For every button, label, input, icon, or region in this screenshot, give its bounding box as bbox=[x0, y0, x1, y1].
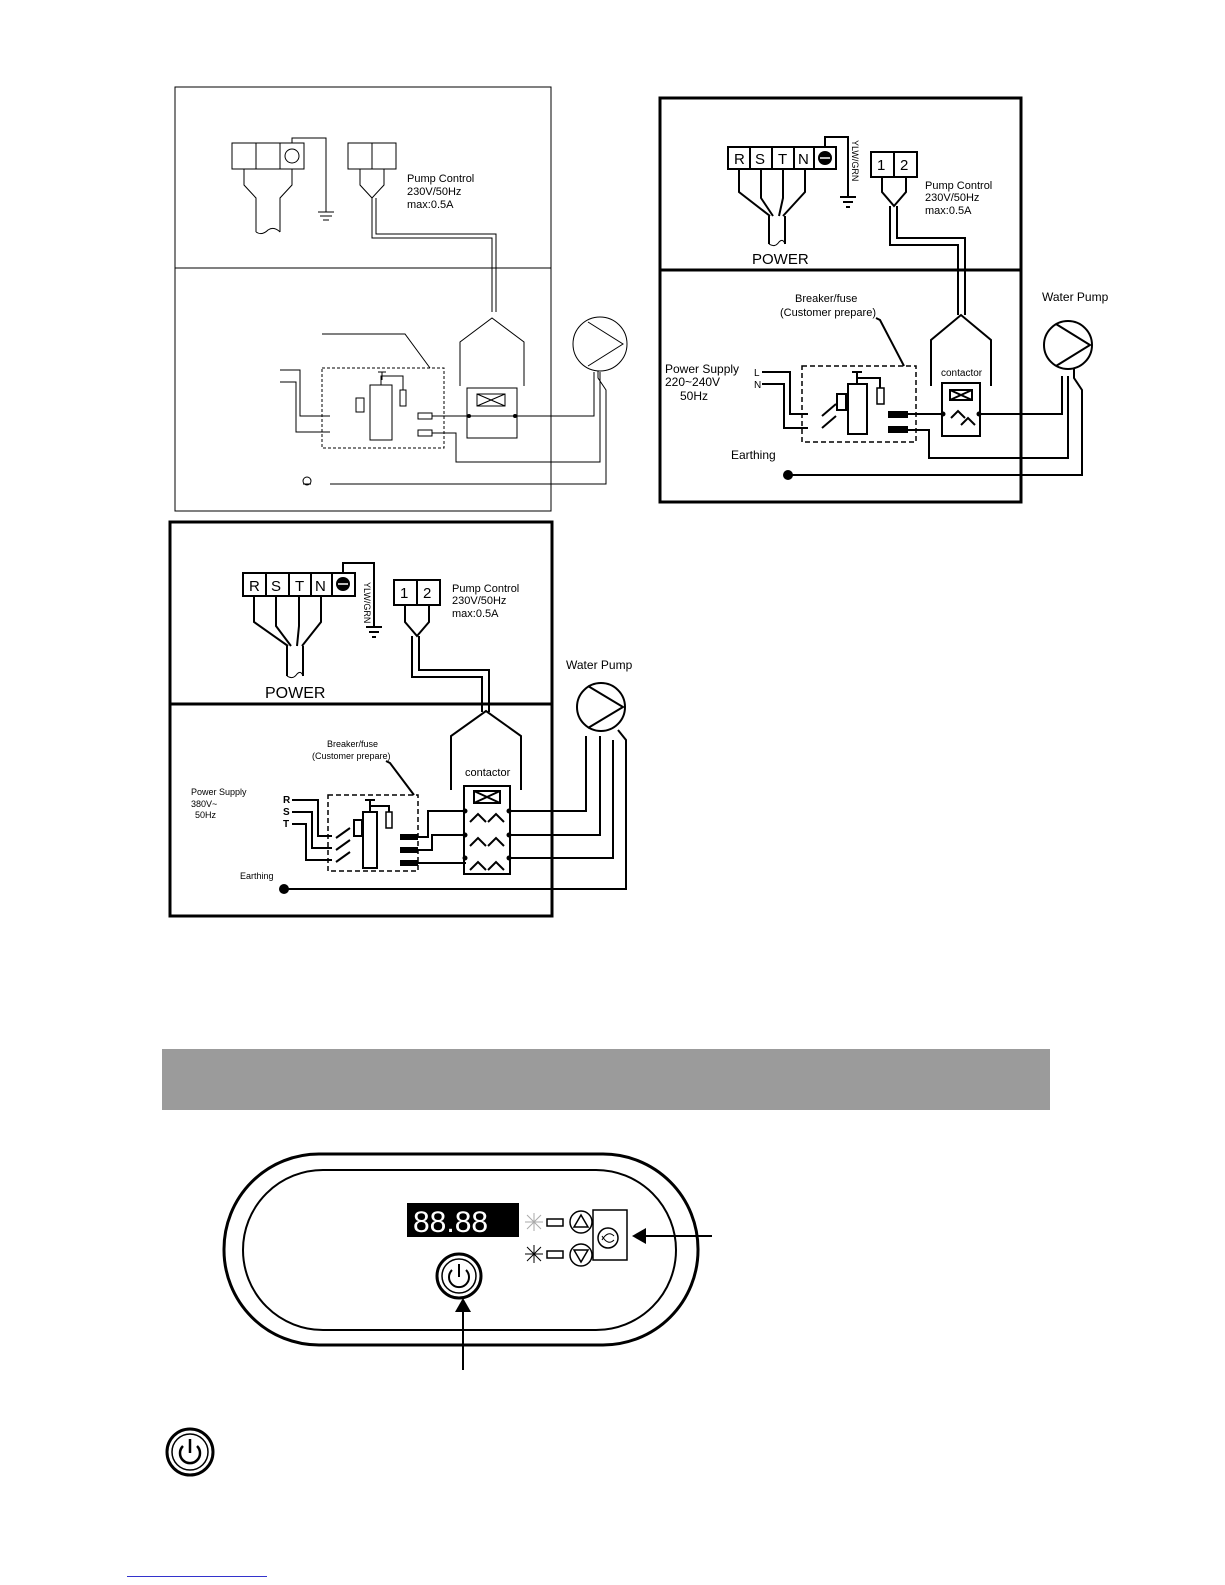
diagram1-pump-terminal bbox=[347, 142, 397, 199]
diagram3-input-t: T bbox=[283, 819, 289, 830]
mode-button[interactable] bbox=[597, 1227, 619, 1249]
diagram3-ylw-grn-label: YLW/GRN bbox=[362, 582, 372, 623]
diagram1-ground-symbol-icon bbox=[318, 211, 334, 221]
diagram1-earth-icon bbox=[302, 476, 312, 486]
diagram-three-phase: R S T N POWER YLW/GRN 1 2 Pump Co bbox=[168, 520, 633, 918]
diagram1-frame bbox=[174, 86, 552, 512]
diagram2-contactor-label: contactor bbox=[941, 368, 983, 379]
svg-text:2: 2 bbox=[423, 585, 431, 602]
power-arrow-icon bbox=[455, 1298, 471, 1312]
diagram3-water-pump-label: Water Pump bbox=[566, 658, 633, 672]
diagram2-breaker: Breaker/fuse (Customer prepare) bbox=[780, 293, 917, 443]
diagram3-contactor-label: contactor bbox=[465, 767, 511, 779]
diagram3-input-s: S bbox=[283, 807, 290, 818]
section-header-banner bbox=[162, 1049, 1050, 1110]
diagram3-water-pump-icon bbox=[286, 682, 627, 890]
diagram3-power-label: POWER bbox=[265, 685, 325, 702]
diagram3-ground-symbol-icon bbox=[366, 626, 382, 638]
svg-text:2: 2 bbox=[900, 157, 908, 174]
heat-indicator-icon bbox=[525, 1213, 543, 1231]
panel-outer-outline bbox=[222, 1152, 700, 1347]
down-button[interactable] bbox=[569, 1243, 593, 1267]
diagram3-terminal-s: S bbox=[271, 578, 281, 595]
diagram1-breaker bbox=[321, 333, 445, 449]
diagram1-pump-icon bbox=[330, 316, 628, 485]
diagram2-input-n: N bbox=[754, 380, 761, 391]
diagram2-input-l: L bbox=[754, 368, 760, 379]
diagram3-earth-icon bbox=[279, 884, 289, 894]
display-background bbox=[407, 1203, 519, 1237]
diagram2-pump-control-label: Pump Control 230V/50Hz max:0.5A bbox=[925, 180, 995, 217]
diagram2-earth-icon bbox=[783, 470, 793, 480]
heat-led bbox=[546, 1218, 564, 1227]
power-button[interactable] bbox=[435, 1252, 483, 1300]
svg-text:1: 1 bbox=[400, 585, 408, 602]
diagram2-terminal-n: N bbox=[798, 151, 809, 168]
mode-icon bbox=[601, 1233, 615, 1243]
diagram3-breaker: Breaker/fuse (Customer prepare) bbox=[312, 739, 419, 872]
diagram-single-phase-basic: Pump Control 230V/50Hz max:0.5A bbox=[174, 86, 628, 512]
diagram2-pump-terminal: 1 2 bbox=[870, 151, 918, 208]
diagram2-ylw-grn-label: YLW/GRN bbox=[850, 140, 860, 181]
diagram1-ground-icon bbox=[284, 148, 300, 164]
diagram2-breaker-label: Breaker/fuse (Customer prepare) bbox=[780, 293, 876, 319]
diagram3-frame bbox=[168, 520, 554, 918]
diagram-single-phase: R S T N POWER YLW/GRN 1 2 Pump Co bbox=[658, 96, 1109, 504]
diagram2-water-pump-icon bbox=[788, 320, 1093, 476]
diagram3-terminal-r: R bbox=[249, 578, 260, 595]
diagram3-power-supply-label: Power Supply 380V~ 50Hz bbox=[191, 787, 249, 820]
diagram3-terminal-n: N bbox=[315, 578, 326, 595]
diagram3-pump-terminal: 1 2 bbox=[393, 579, 441, 638]
diagram1-contactor bbox=[459, 317, 525, 439]
diagram2-power-terminal-block: R S T N bbox=[727, 146, 837, 247]
diagram2-contactor: contactor bbox=[930, 313, 992, 437]
diagram3-contactor: contactor bbox=[450, 709, 522, 875]
diagram2-earthing-label: Earthing bbox=[731, 448, 776, 462]
panel-inner-outline bbox=[242, 1169, 677, 1331]
control-panel: 88.88 bbox=[222, 1152, 712, 1370]
diagram3-input-r: R bbox=[283, 795, 291, 806]
diagram2-power-supply-label: Power Supply 220~240V 50Hz bbox=[665, 362, 742, 403]
diagram2-terminal-r: R bbox=[734, 151, 745, 168]
cool-led bbox=[546, 1250, 564, 1259]
down-arrow-icon bbox=[572, 1249, 590, 1264]
diagram2-power-label: POWER bbox=[752, 251, 809, 268]
diagram3-power-terminal-block: R S T N bbox=[242, 572, 356, 679]
diagram2-terminal-s: S bbox=[755, 151, 765, 168]
up-button[interactable] bbox=[569, 1210, 593, 1234]
diagram3-terminal-t: T bbox=[295, 578, 304, 595]
segment-display: 88.88 bbox=[413, 1206, 488, 1239]
up-arrow-icon bbox=[572, 1213, 590, 1228]
diagram2-ground-symbol-icon bbox=[840, 196, 856, 208]
diagram3-pump-control-label: Pump Control 230V/50Hz max:0.5A bbox=[452, 583, 522, 620]
diagram2-frame bbox=[658, 96, 1023, 504]
power-symbol-legend-icon bbox=[165, 1427, 215, 1477]
mode-button-bracket bbox=[592, 1209, 628, 1261]
power-icon bbox=[448, 1269, 470, 1289]
footer-link-underline[interactable] bbox=[127, 1576, 267, 1577]
diagram1-pump-control-label: Pump Control 230V/50Hz max:0.5A bbox=[407, 173, 477, 211]
cool-indicator-icon bbox=[525, 1245, 543, 1263]
mode-arrow-icon bbox=[632, 1228, 646, 1244]
diagram3-breaker-label: Breaker/fuse (Customer prepare) bbox=[312, 739, 391, 761]
diagram2-terminal-t: T bbox=[778, 151, 787, 168]
diagram2-water-pump-label: Water Pump bbox=[1042, 290, 1109, 304]
diagram3-earthing-label: Earthing bbox=[240, 871, 274, 881]
diagram1-terminal-block bbox=[231, 142, 305, 235]
svg-text:1: 1 bbox=[877, 157, 885, 174]
